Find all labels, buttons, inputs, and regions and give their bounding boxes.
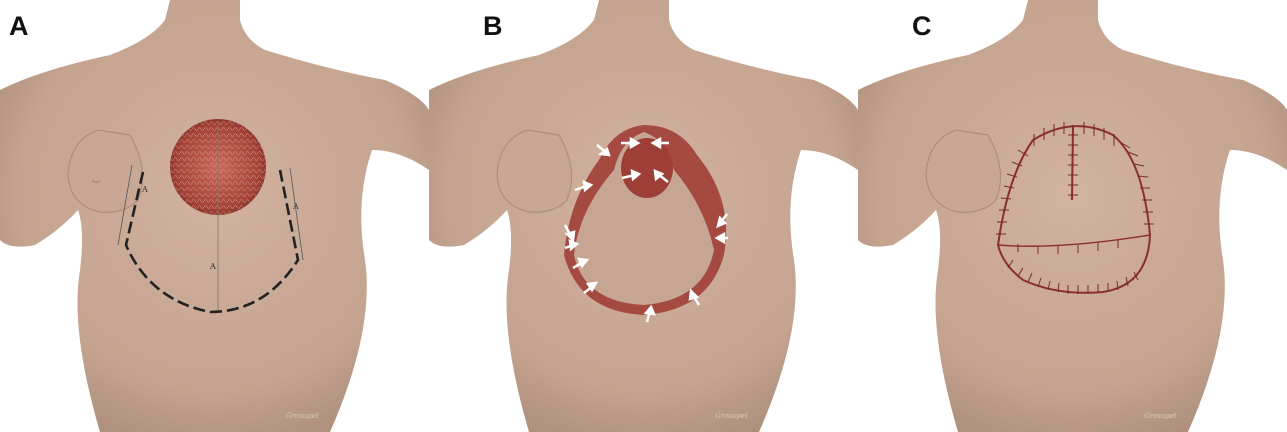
panel-c: C Grosupet bbox=[858, 0, 1287, 432]
remaining-breast bbox=[497, 130, 572, 212]
measure-mark: A bbox=[210, 262, 216, 271]
artist-signature: Grosupet bbox=[286, 412, 319, 420]
artist-signature: Grosupet bbox=[1144, 412, 1177, 420]
residual-defect bbox=[621, 138, 673, 198]
vertical-closure bbox=[1072, 125, 1073, 200]
torso bbox=[858, 0, 1287, 432]
panel-b: B Grosupet bbox=[429, 0, 858, 432]
panel-a: A A A A Grosupet bbox=[0, 0, 429, 432]
panel-label-b: B bbox=[483, 13, 503, 40]
artist-signature: Grosupet bbox=[715, 412, 748, 420]
panel-b-illustration bbox=[429, 0, 858, 432]
measure-mark: A bbox=[293, 202, 299, 211]
panel-label-c: C bbox=[912, 13, 932, 40]
panel-a-illustration bbox=[0, 0, 429, 432]
panel-label-a: A bbox=[9, 13, 29, 40]
measure-mark: A bbox=[142, 185, 148, 194]
remaining-breast bbox=[926, 130, 1001, 212]
panel-c-illustration bbox=[858, 0, 1287, 432]
torso bbox=[0, 0, 429, 432]
